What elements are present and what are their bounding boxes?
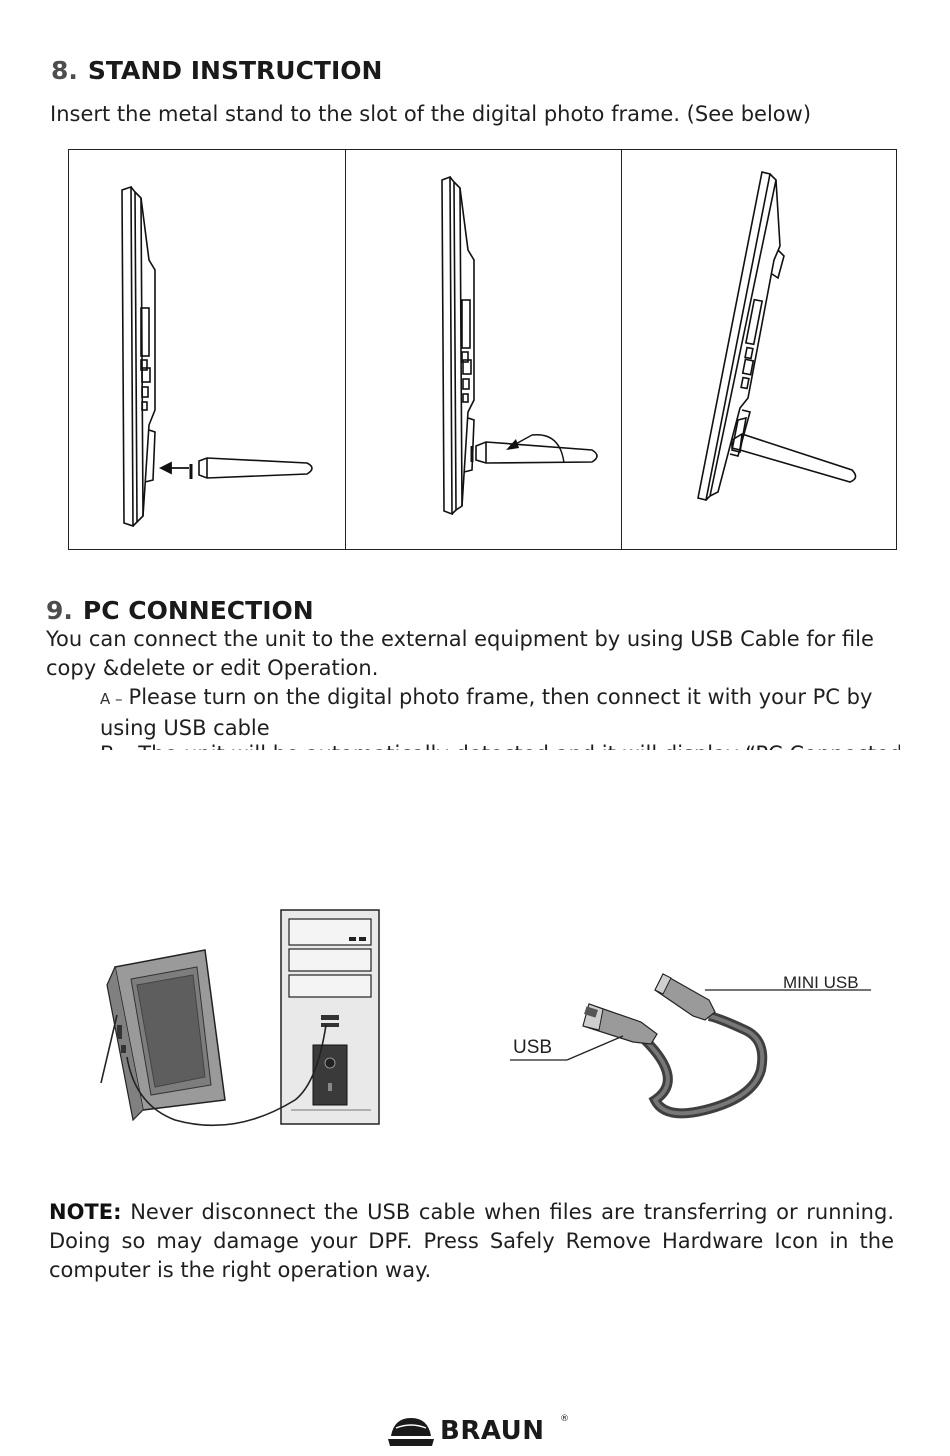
section-9-heading: 9. PC CONNECTION [46,596,314,625]
note-text: Never disconnect the USB cable when file… [49,1200,894,1282]
stand-steps-panel [68,149,897,550]
step-a: A – Please turn on the digital photo fram… [100,683,895,743]
stand-step-3-illustration [621,150,899,549]
step-b-partial: B – The unit will be automatically detec… [100,740,900,750]
frame-standing-icon [697,171,857,501]
usb-label: USB [513,1037,552,1058]
section-9-title: PC CONNECTION [82,596,314,625]
frame-side-rotate-icon [441,175,598,516]
brand-registered-mark: ® [560,1414,569,1424]
section-8-intro: Insert the metal stand to the slot of th… [50,102,812,126]
step-b-cutoff: B – The unit will be automatically detec… [100,740,900,750]
section-9-intro: You can connect the unit to the external… [46,625,896,683]
stand-step-1-illustration [69,150,345,549]
section-9-number: 9. [46,596,73,625]
step-a-line-2: using USB cable [100,716,270,740]
note-label: NOTE: [49,1200,122,1224]
section-8-title: STAND INSTRUCTION [87,56,383,85]
note-paragraph: NOTE: Never disconnect the USB cable whe… [49,1198,894,1285]
stand-step-2-illustration [345,150,622,549]
braun-hat-logo-icon [388,1418,434,1446]
mini-usb-label: MINI USB [783,973,859,992]
step-a-letter: A – [100,690,123,708]
step-a-line-1: Please turn on the digital photo frame, … [128,685,873,709]
usb-label-leader [510,989,871,1061]
photo-frame-icon [100,949,226,1122]
brand-name: BRAUN [440,1416,545,1446]
section-8-number: 8. [51,56,78,85]
usb-cable-icon [582,973,768,1119]
section-8-heading: 8. STAND INSTRUCTION [51,56,382,85]
pc-tower-icon [280,909,380,1125]
usb-cable-illustration: USB MINI USB [510,973,871,1119]
section-9-intro-line-1: You can connect the unit to the external… [46,627,874,651]
pc-frame-connection-illustration [100,909,380,1127]
section-9-intro-line-2: copy &delete or edit Operation. [46,656,379,680]
frame-side-insert-icon [121,185,313,528]
